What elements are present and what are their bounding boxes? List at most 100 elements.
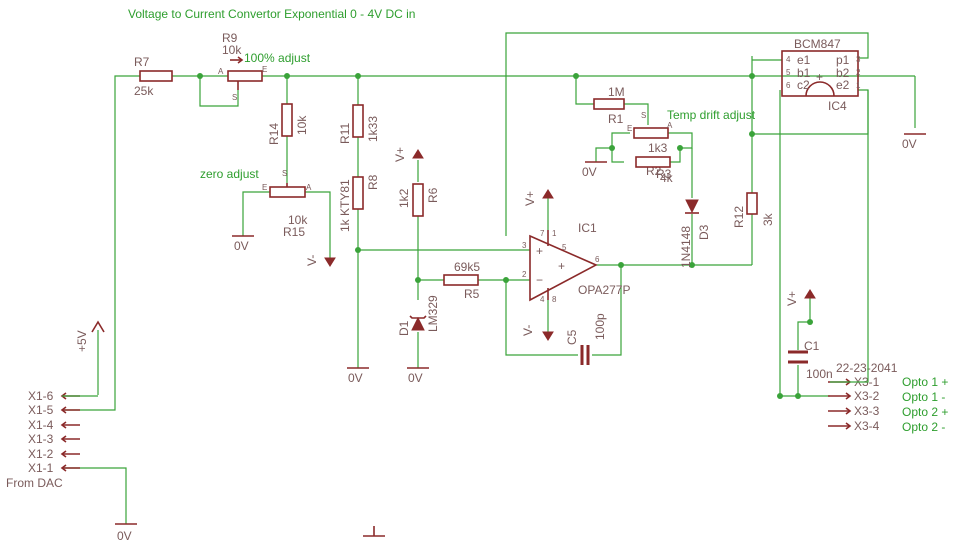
opto2-plus-label: Opto 2 + xyxy=(902,405,948,419)
r8-name: R8 xyxy=(366,174,380,190)
d3-name: D3 xyxy=(697,224,711,240)
r2-value: 1k3 xyxy=(648,141,668,155)
ic4-name: IC4 xyxy=(828,99,847,113)
x1-pin-3: X1-3 xyxy=(28,432,54,446)
ic4-pin-p1: p1 xyxy=(836,53,850,67)
c5-value: 100p xyxy=(593,313,607,340)
x3-part: 22-23-2041 xyxy=(836,361,898,375)
supply-symbols: 0V 0V 0V 0V 0V 0V V+ V+ V+ V- V- +5V xyxy=(75,133,926,543)
opto1-plus-label: Opto 1 + xyxy=(902,375,948,389)
r14-value: 10k xyxy=(295,115,309,135)
r7-name: R7 xyxy=(134,55,150,69)
r1-value: 1M xyxy=(608,85,625,99)
r2-pin-s: S xyxy=(641,111,646,120)
x1-pin-1: X1-1 xyxy=(28,461,54,475)
svg-text:0V: 0V xyxy=(582,165,597,179)
r11-name: R11 xyxy=(338,123,352,144)
gnd-symbol: 0V xyxy=(407,367,429,385)
resistor-r3: 4k R3 xyxy=(635,156,674,185)
ic1-pin-8: 8 xyxy=(552,295,557,304)
opamp-ic1: + − + 3 2 6 7 4 1 8 5 IC1 OPA277P xyxy=(522,221,630,304)
svg-text:0V: 0V xyxy=(902,137,917,151)
wires xyxy=(62,32,916,524)
resistor-r14: R14 10k xyxy=(267,103,309,145)
ic1-name: IC1 xyxy=(578,221,597,235)
ic1-plus-center: + xyxy=(558,259,565,273)
svg-text:V+: V+ xyxy=(393,147,407,162)
ic4-pin-3: 3 xyxy=(856,55,861,64)
capacitor-c1: C1 100n xyxy=(788,339,833,381)
r3-value: 4k xyxy=(660,171,674,185)
thermistor-r8: R8 1k KTY81 xyxy=(338,174,380,232)
ic1-pin-3: 3 xyxy=(522,241,527,250)
ic1-plus-sign: + xyxy=(536,244,543,258)
resistor-r12: R12 3k xyxy=(732,192,775,228)
ic4-pin-c2: c2 xyxy=(797,78,810,92)
r14-name: R14 xyxy=(267,123,281,145)
x3-pin-3: X3-3 xyxy=(854,404,880,418)
gnd-symbol: 0V xyxy=(232,235,254,253)
r15-pin-s: S xyxy=(282,169,287,178)
title: Voltage to Current Convertor Exponential… xyxy=(128,7,415,21)
opto1-minus-label: Opto 1 - xyxy=(902,390,945,404)
ic1-minus-sign: − xyxy=(536,273,543,287)
plus5v-symbol: +5V xyxy=(75,320,105,352)
r6-name: R6 xyxy=(426,187,440,203)
svg-text:0V: 0V xyxy=(348,371,363,385)
x1-pin-4: X1-4 xyxy=(28,418,54,432)
resistor-r11: R11 1k33 xyxy=(338,104,380,144)
ic4-pin-e1: e1 xyxy=(797,53,811,67)
vplus-symbol: V+ xyxy=(785,289,816,306)
d3-part: 1N4148 xyxy=(679,226,693,268)
gnd-symbol: 0V xyxy=(902,133,926,151)
gnd-symbol: 0V xyxy=(115,523,137,543)
r5-name: R5 xyxy=(464,287,480,301)
note-100-adjust: 100% adjust xyxy=(244,51,311,65)
note-zero-adjust: zero adjust xyxy=(200,167,259,181)
r3-name: R3 xyxy=(656,167,672,181)
r15-pin-a: A xyxy=(306,183,312,192)
r6-value: 1k2 xyxy=(397,188,411,208)
r15-value: 10k xyxy=(288,213,308,227)
r9-pin-a: A xyxy=(218,67,224,76)
ic1-part: OPA277P xyxy=(578,283,630,297)
ic1-pin-1: 1 xyxy=(552,229,557,238)
r12-name: R12 xyxy=(732,206,746,228)
c5-name: C5 xyxy=(565,329,579,345)
ic1-pin-5: 5 xyxy=(562,243,567,252)
ic4-pin-1: 1 xyxy=(856,81,861,90)
capacitor-c5: C5 100p xyxy=(565,313,607,365)
connector-x3: 22-23-2041 X3-1 X3-2 X3-3 X3-4 Opto 1 + … xyxy=(828,90,948,434)
ic4-pin-e2: e2 xyxy=(836,78,850,92)
ic4-pin-b2: b2 xyxy=(836,66,850,80)
transistor-array-ic4: BCM847 IC4 e1 b1 c2 p1 b2 e2 + 4 5 6 3 2… xyxy=(781,37,861,113)
r1-name: R1 xyxy=(608,112,624,126)
ic1-pin-7: 7 xyxy=(540,229,545,238)
x1-pin-2: X1-2 xyxy=(28,447,54,461)
ic4-pin-b1: b1 xyxy=(797,66,811,80)
zener-d1: D1 LM329 xyxy=(397,295,440,336)
svg-text:V+: V+ xyxy=(523,191,537,206)
resistor-r5: 69k5 R5 xyxy=(443,260,480,301)
ic1-pin-2: 2 xyxy=(522,270,527,279)
x3-pin-4: X3-4 xyxy=(854,419,880,433)
opto2-minus-label: Opto 2 - xyxy=(902,420,945,434)
svg-text:0V: 0V xyxy=(408,371,423,385)
r9-name: R9 xyxy=(222,31,238,45)
svg-text:V-: V- xyxy=(305,255,319,266)
resistor-r6: 1k2 R6 xyxy=(397,183,440,217)
potentiometer-r9: R9 10k A E S xyxy=(218,31,267,102)
r9-pin-e: E xyxy=(262,65,267,74)
junctions xyxy=(197,73,813,399)
x1-pin-5: X1-5 xyxy=(28,403,54,417)
potentiometer-r15: E A S 10k R15 xyxy=(262,169,312,239)
note-temp-drift-adjust: Temp drift adjust xyxy=(667,108,756,122)
x1-label: From DAC xyxy=(6,476,63,490)
r15-name: R15 xyxy=(283,225,305,239)
r9-pin-s: S xyxy=(232,93,237,102)
svg-text:V-: V- xyxy=(521,325,535,336)
svg-text:0V: 0V xyxy=(117,529,132,543)
ic4-pin-5: 5 xyxy=(786,68,791,77)
r7-value: 25k xyxy=(134,84,154,98)
ic4-pin-4: 4 xyxy=(786,55,791,64)
